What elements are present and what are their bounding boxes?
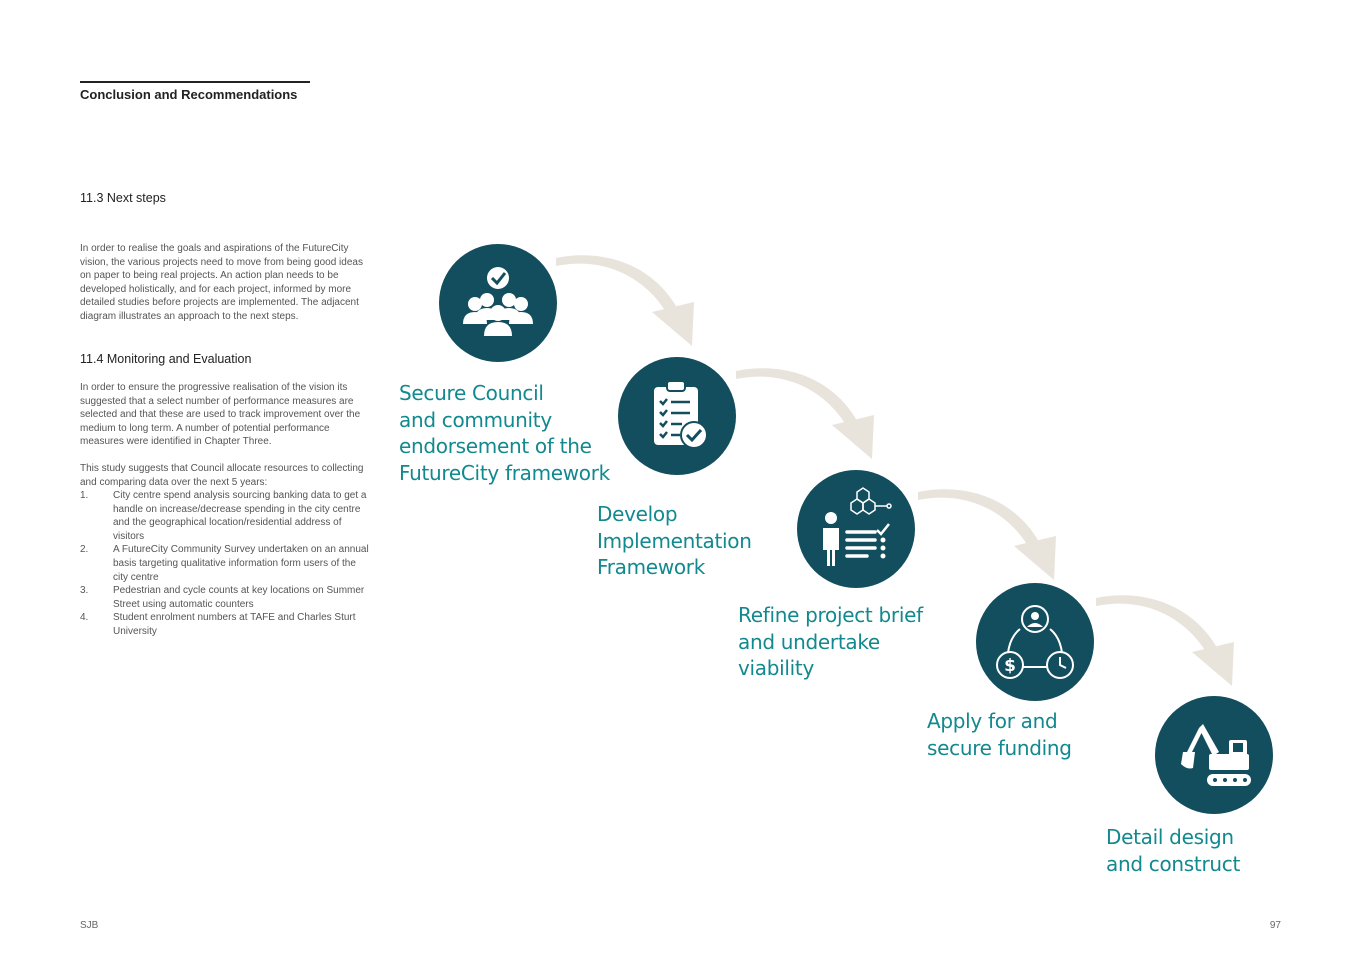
community-check-icon (463, 267, 533, 336)
step-1-label: Secure Council and community endorsement… (399, 381, 610, 485)
list-text: City centre spend analysis sourcing bank… (113, 490, 367, 542)
monitoring-intro: This study suggests that Council allocat… (80, 463, 364, 488)
next-steps-heading: 11.3 Next steps (80, 191, 166, 205)
list-number: 4. (80, 612, 89, 624)
footer-brand: SJB (80, 920, 99, 931)
list-number: 2. (80, 544, 89, 556)
funding-cycle-icon: $ (996, 605, 1074, 679)
step-2-label: Develop Implementation Framework (597, 502, 752, 579)
list-number: 3. (80, 585, 89, 597)
data-collection-list: 1. City centre spend analysis sourcing ba… (80, 489, 372, 639)
step-5-label: Detail design and construct (1106, 825, 1240, 876)
step-4-circle: $ (976, 583, 1094, 701)
list-item: 4. Student enrolment numbers at TAFE and … (80, 611, 372, 638)
arrow-step1-to-step2 (556, 255, 694, 346)
monitoring-body: In order to ensure the progressive reali… (80, 382, 361, 448)
list-text: Pedestrian and cycle counts at key locat… (113, 585, 365, 610)
list-item: 1. City centre spend analysis sourcing ba… (80, 489, 372, 543)
list-text: Student enrolment numbers at TAFE and Ch… (113, 612, 356, 637)
step-2-circle (618, 357, 736, 475)
section-title: Conclusion and Recommendations (80, 87, 298, 102)
analyst-icon (823, 487, 892, 566)
arrow-step2-to-step3 (736, 368, 874, 459)
header-rule (80, 81, 310, 83)
step-5-circle (1155, 696, 1273, 814)
page-number: 97 (1269, 920, 1281, 931)
step-3-label: Refine project brief and undertake viabi… (738, 603, 923, 680)
list-text: A FutureCity Community Survey undertaken… (113, 544, 369, 583)
step-4-label: Apply for and secure funding (927, 709, 1072, 760)
clipboard-check-icon (654, 380, 708, 449)
arrow-step4-to-step5 (1096, 595, 1234, 686)
list-item: 3. Pedestrian and cycle counts at key loc… (80, 584, 372, 611)
arrow-step3-to-step4 (918, 489, 1056, 580)
monitoring-heading: 11.4 Monitoring and Evaluation (80, 352, 252, 366)
step-1-circle (439, 244, 557, 362)
svg-text:$: $ (1004, 656, 1016, 676)
next-steps-body: In order to realise the goals and aspira… (80, 243, 363, 322)
list-number: 1. (80, 490, 89, 501)
step-3-circle (797, 470, 915, 588)
list-item: 2. A FutureCity Community Survey undertak… (80, 543, 372, 584)
excavator-icon (1181, 724, 1251, 786)
